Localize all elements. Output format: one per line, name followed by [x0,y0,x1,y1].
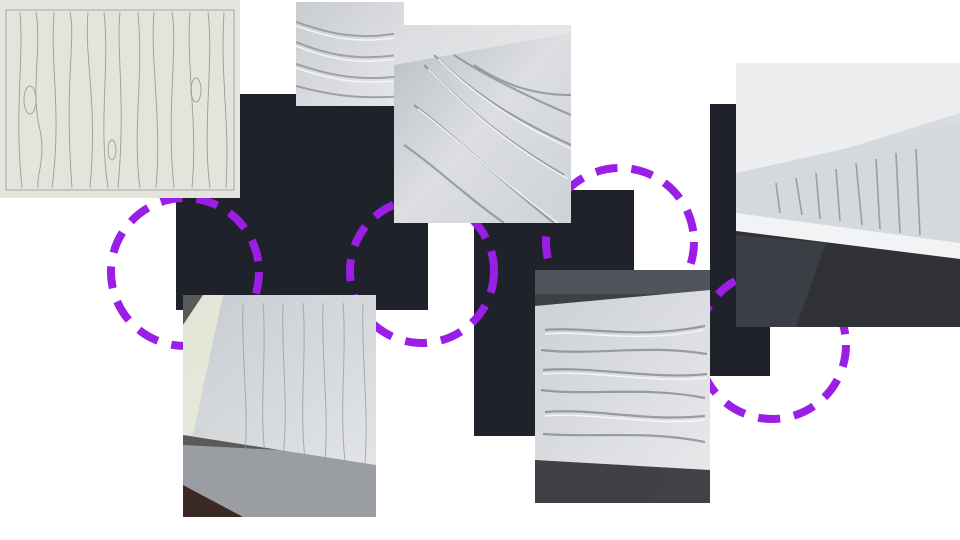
photo-woodgrain-drawing [0,0,240,198]
photo-carved-panel-angled [394,25,571,223]
photo-carved-closeup [296,2,404,106]
photo-tracing-on-panel [183,295,376,517]
photo-finished-panel-table [535,270,710,503]
photo-panel-side-view [736,63,960,327]
